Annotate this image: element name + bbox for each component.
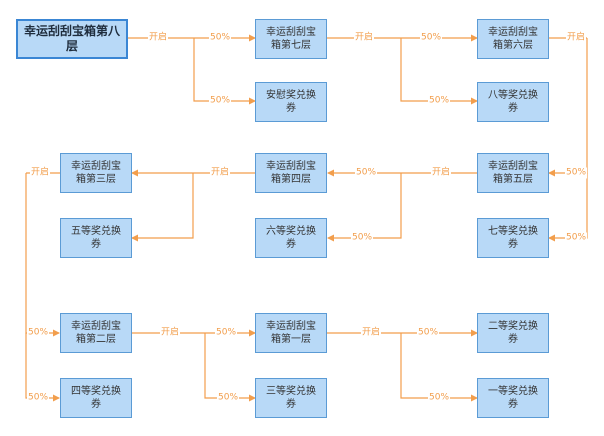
node-layer2: 幸运刮刮宝箱第二层 [60,313,132,353]
node-prize6-coupon: 六等奖兑换券 [255,218,327,258]
edge-label-open: 开启 [29,167,51,179]
edge-label-open: 开启 [360,327,382,339]
edge-label-percent: 50% [564,232,588,244]
edge-label-percent: 50% [26,392,50,404]
edge-label-percent: 50% [419,32,443,44]
edge-label-percent: 50% [214,327,238,339]
connector-root-to-consolation [193,38,256,105]
node-prize1-coupon: 一等奖兑换券 [477,378,549,418]
node-consolation-coupon: 安慰奖兑换券 [255,82,327,122]
edge-label-open: 开启 [353,32,375,44]
edge-label-open: 开启 [147,32,169,44]
connector-layer1-to-prize1 [400,333,478,402]
edge-label-percent: 50% [427,392,451,404]
connector-layer6-to-layer5 [548,38,588,177]
node-layer6: 幸运刮刮宝箱第六层 [477,19,549,59]
edge-label-open: 开启 [565,32,587,44]
edge-label-percent: 50% [26,327,50,339]
connector-layer4-to-prize5 [131,173,194,242]
edge-label-open: 开启 [430,167,452,179]
node-layer1: 幸运刮刮宝箱第一层 [255,313,327,353]
node-layer3: 幸运刮刮宝箱第三层 [60,153,132,193]
edge-label-percent: 50% [216,392,240,404]
edge-label-percent: 50% [416,327,440,339]
node-root-layer8: 幸运刮刮宝箱第八层 [16,19,128,59]
node-layer4: 幸运刮刮宝箱第四层 [255,153,327,193]
node-prize7-coupon: 七等奖兑换券 [477,218,549,258]
connector-layer2-to-prize3 [204,333,256,402]
edge-label-percent: 50% [427,95,451,107]
connector-layer5-to-prize6 [327,173,402,242]
connector-layer3-to-prize4 [25,333,60,402]
edge-label-open: 开启 [209,167,231,179]
edge-label-open: 开启 [159,327,181,339]
connector-layer3-to-layer2 [25,173,60,337]
edge-label-percent: 50% [564,167,588,179]
node-prize2-coupon: 二等奖兑换券 [477,313,549,353]
edge-label-percent: 50% [208,95,232,107]
node-prize3-coupon: 三等奖兑换券 [255,378,327,418]
edge-label-percent: 50% [350,232,374,244]
node-prize8-coupon: 八等奖兑换券 [477,82,549,122]
node-prize4-coupon: 四等奖兑换券 [60,378,132,418]
edge-label-percent: 50% [208,32,232,44]
connector-layer6-to-prize7 [548,173,588,242]
connector-layer7-to-prize8 [400,38,478,105]
node-prize5-coupon: 五等奖兑换券 [60,218,132,258]
node-layer5: 幸运刮刮宝箱第五层 [477,153,549,193]
edge-label-percent: 50% [354,167,378,179]
node-layer7: 幸运刮刮宝箱第七层 [255,19,327,59]
